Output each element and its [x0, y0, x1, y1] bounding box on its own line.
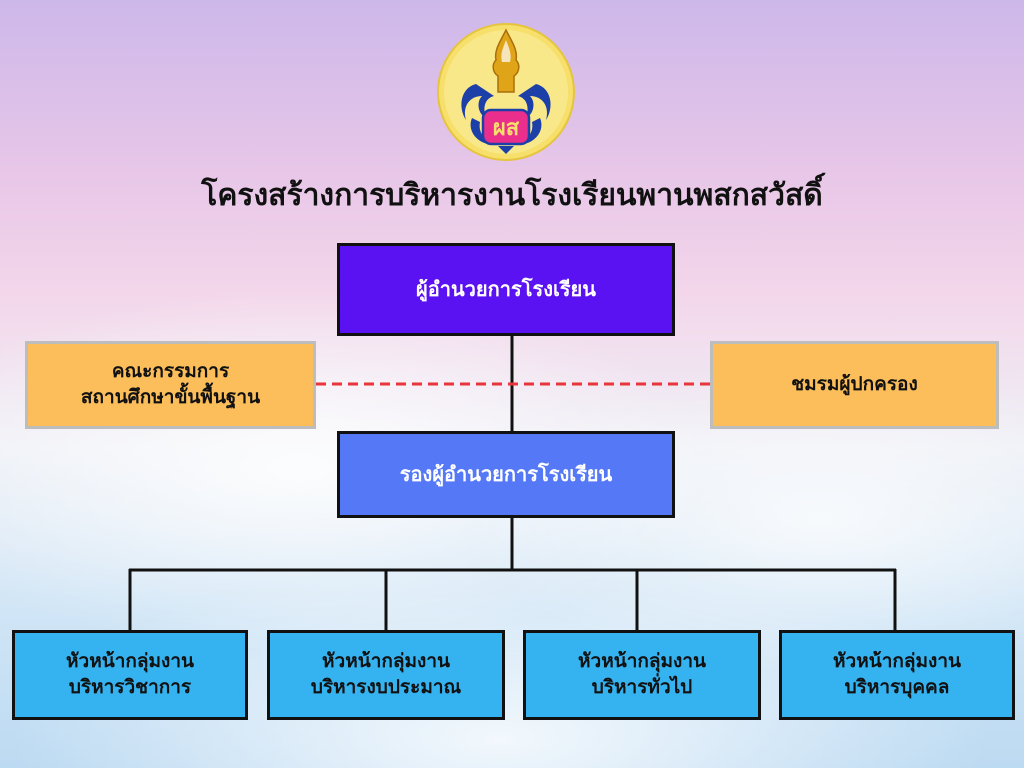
parents-club-box: ชมรมผู้ปกครอง: [710, 341, 999, 429]
director-box: ผู้อำนวยการโรงเรียน: [337, 243, 675, 336]
school-emblem-icon: ผส: [437, 23, 575, 161]
deputy-director-box: รองผู้อำนวยการโรงเรียน: [337, 431, 675, 518]
page-title: โครงสร้างการบริหารงานโรงเรียนพานพสกสวัสด…: [201, 178, 823, 213]
group-title: หัวหน้ากลุ่มงาน: [66, 650, 194, 673]
group-name: บริหารวิชาการ: [68, 676, 192, 698]
academic-group-box: หัวหน้ากลุ่มงาน บริหารวิชาการ: [12, 630, 248, 720]
group-title: หัวหน้ากลุ่มงาน: [322, 650, 450, 673]
budget-group-box: หัวหน้ากลุ่มงาน บริหารงบประมาณ: [267, 630, 505, 720]
group-name: บริหารงบประมาณ: [310, 676, 462, 698]
deputy-director-label: รองผู้อำนวยการโรงเรียน: [399, 462, 613, 486]
school-board-box: คณะกรรมการ สถานศึกษาขั้นพื้นฐาน: [25, 341, 316, 429]
director-label: ผู้อำนวยการโรงเรียน: [416, 277, 596, 301]
group-name: บริหารบุคคล: [844, 676, 950, 698]
personnel-group-box: หัวหน้ากลุ่มงาน บริหารบุคคล: [779, 630, 1015, 720]
parents-club-label: ชมรมผู้ปกครอง: [791, 373, 918, 396]
group-title: หัวหน้ากลุ่มงาน: [578, 650, 706, 673]
group-name: บริหารทั่วไป: [591, 676, 693, 698]
school-board-line1: คณะกรรมการ: [111, 360, 230, 383]
general-admin-group-box: หัวหน้ากลุ่มงาน บริหารทั่วไป: [523, 630, 761, 720]
emblem-letters: ผส: [493, 116, 520, 141]
group-title: หัวหน้ากลุ่มงาน: [833, 650, 961, 673]
school-board-line2: สถานศึกษาขั้นพื้นฐาน: [80, 386, 261, 408]
